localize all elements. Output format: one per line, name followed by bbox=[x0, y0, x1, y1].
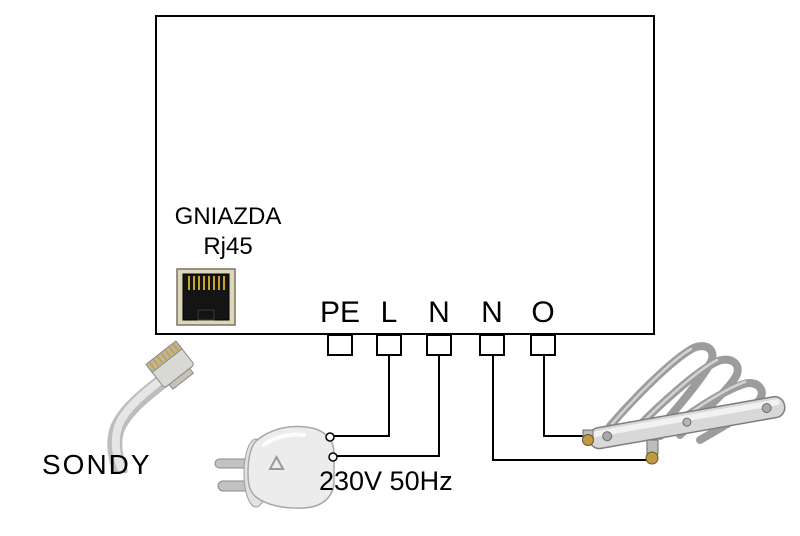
schuko-plug-icon bbox=[214, 425, 338, 509]
terminal-label-n1: N bbox=[428, 296, 450, 329]
rj45-plug-cable-icon bbox=[107, 340, 195, 473]
terminal-label-pe: PE bbox=[319, 296, 361, 329]
terminal-o bbox=[530, 334, 556, 356]
terminal-pe bbox=[327, 334, 353, 356]
wire-o-vertical bbox=[543, 356, 545, 437]
heating-element-icon bbox=[582, 342, 786, 465]
controller-outline bbox=[155, 15, 655, 335]
wire-n2-vertical bbox=[492, 356, 494, 461]
terminal-label-n2: N bbox=[481, 296, 503, 329]
wire-n2-horizontal bbox=[492, 459, 653, 461]
terminal-n1 bbox=[426, 334, 452, 356]
power-label: 230V 50Hz bbox=[319, 466, 453, 496]
terminal-label-o: O bbox=[531, 296, 555, 329]
wire-l-horizontal bbox=[334, 435, 390, 437]
rj45-jack-icon bbox=[176, 268, 236, 326]
wire-o-horizontal bbox=[543, 435, 591, 437]
terminal-l bbox=[376, 334, 402, 356]
rj45-socket-label-line1: GNIAZDA bbox=[174, 203, 282, 230]
rj45-socket-label-line2: Rj45 bbox=[203, 233, 253, 260]
terminal-n2 bbox=[479, 334, 505, 356]
rj45-socket-label: GNIAZDA Rj45 bbox=[158, 202, 298, 262]
terminal-label-l: L bbox=[380, 296, 398, 329]
wire-n1-horizontal bbox=[337, 455, 440, 457]
probe-label: SONDY bbox=[42, 449, 152, 480]
wire-n1-vertical bbox=[438, 356, 440, 457]
wire-l-vertical bbox=[388, 356, 390, 437]
